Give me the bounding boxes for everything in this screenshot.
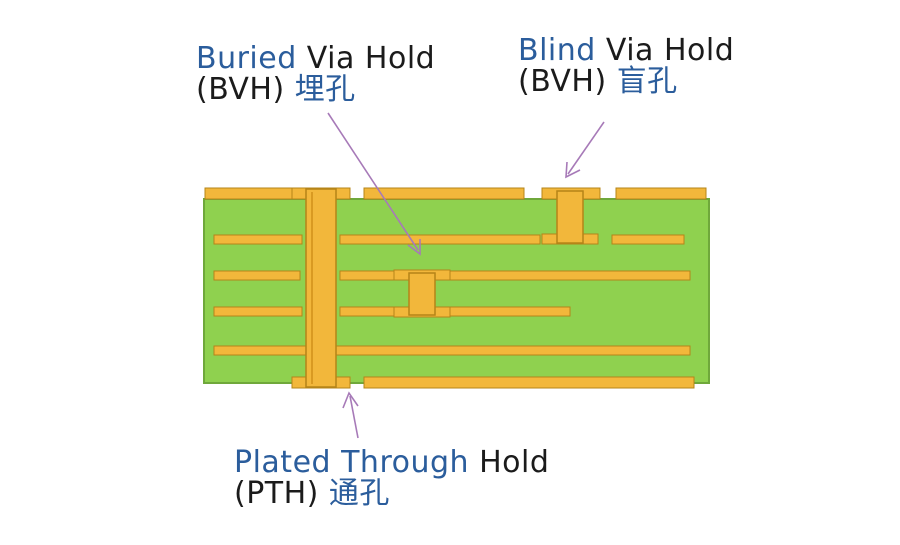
blind-via-arrowhead	[565, 161, 581, 179]
inner-copper-trace	[339, 234, 541, 245]
blind-via-barrel	[556, 190, 584, 244]
inner-copper-trace	[213, 234, 303, 245]
buried-via-label: Buried Via Hold (BVH) 埋孔	[196, 43, 435, 105]
top-copper-pad	[615, 187, 707, 200]
pth-label: Plated Through Hold (PTH) 通孔	[234, 447, 549, 509]
pth-arrow-line	[349, 395, 359, 439]
buried-via-arrow-line	[327, 112, 419, 251]
bottom-copper-pad	[363, 376, 695, 389]
buried-via-label-abbr: (BVH)	[196, 72, 295, 107]
blind-via-label: Blind Via Hold (BVH) 盲孔	[518, 35, 734, 97]
inner-copper-trace	[213, 306, 303, 317]
inner-copper-trace	[213, 270, 301, 281]
inner-copper-trace	[213, 345, 691, 356]
inner-copper-trace	[339, 306, 571, 317]
buried-via-arrowhead	[407, 239, 421, 256]
pth-label-highlight: Plated Through	[234, 445, 470, 480]
pth-arrowhead	[342, 391, 359, 409]
blind-via-label-highlight: Blind	[518, 33, 596, 68]
pth-label-abbr: (PTH)	[234, 476, 329, 511]
buried-via-label-rest: Via Hold	[296, 41, 436, 76]
blind-via-label-abbr: (BVH)	[518, 64, 617, 99]
top-copper-pad	[363, 187, 525, 200]
top-copper-pad	[204, 187, 294, 200]
pth-label-cjk: 通孔	[328, 476, 390, 511]
buried-via-label-cjk: 埋孔	[294, 72, 356, 107]
pth-label-rest: Hold	[469, 445, 550, 480]
blind-via-label-cjk: 盲孔	[616, 64, 678, 99]
plated-through-hole	[305, 188, 337, 388]
blind-via-arrow-line	[567, 121, 605, 175]
blind-via-label-rest: Via Hold	[595, 33, 735, 68]
buried-via-label-highlight: Buried	[196, 41, 297, 76]
inner-copper-trace	[611, 234, 685, 245]
buried-via-barrel	[408, 272, 436, 316]
inner-copper-trace	[339, 270, 691, 281]
